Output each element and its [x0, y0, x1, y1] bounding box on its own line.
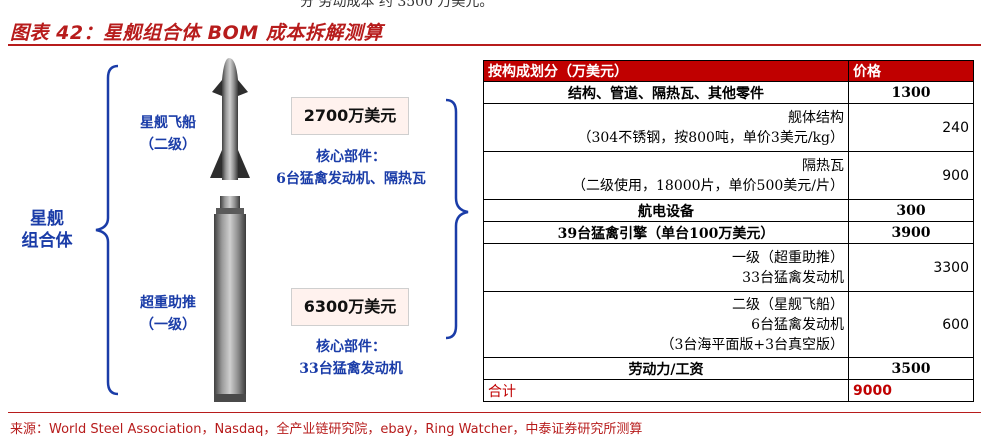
table-row: 39台猛禽引擎（单台100万美元）3900	[483, 221, 974, 244]
header-label: 按构成划分（万美元）	[483, 60, 849, 82]
row-label: 39台猛禽引擎（单台100万美元）	[483, 221, 849, 244]
table-row: 舰体结构 （304不锈钢，按800吨，单价3美元/kg）240	[483, 103, 974, 152]
row-label: 一级（超重助推） 33台猛禽发动机	[483, 243, 849, 292]
rocket-diagram	[95, 58, 469, 402]
super-heavy-booster	[214, 196, 246, 402]
ship-core-parts: 核心部件： 6台猛禽发动机、隔热瓦	[276, 149, 426, 187]
footer-rule	[8, 412, 981, 413]
assembly-label: 星舰 组合体	[21, 209, 73, 251]
row-label: 航电设备	[483, 199, 849, 222]
source-note: 来源：World Steel Association，Nasdaq，全产业链研究…	[10, 422, 643, 437]
row-value: 300	[848, 199, 974, 222]
figure-title: 图表 42：星舰组合体 BOM 成本拆解测算	[10, 22, 383, 44]
row-value: 3300	[848, 243, 974, 292]
row-value: 3500	[848, 357, 974, 380]
row-label: 劳动力/工资	[483, 357, 849, 380]
row-label: 结构、管道、隔热瓦、其他零件	[483, 81, 849, 104]
row-value: 900	[848, 151, 974, 200]
booster-cost-box: 6300万美元	[291, 288, 409, 326]
row-value: 600	[848, 291, 974, 358]
row-value: 3900	[848, 221, 974, 244]
row-value: 9000	[848, 379, 974, 402]
row-value: 240	[848, 103, 974, 152]
title-rule	[8, 44, 981, 46]
row-label: 舰体结构 （304不锈钢，按800吨，单价3美元/kg）	[483, 103, 849, 152]
cost-bracket	[445, 98, 469, 340]
table-header-row: 按构成划分（万美元） 价格	[483, 60, 974, 82]
booster-stage-label: 超重助推 （一级）	[140, 295, 196, 333]
header-value: 价格	[848, 60, 974, 82]
ship-stage-label: 星舰飞船 （二级）	[140, 115, 196, 153]
booster-core-parts: 核心部件： 33台猛禽发动机	[299, 339, 403, 377]
row-label: 二级（星舰飞船） 6台猛禽发动机 （3台海平面版+3台真空版）	[483, 291, 849, 358]
ship-cost-box: 2700万美元	[291, 97, 409, 135]
starship-rocket	[210, 58, 250, 180]
row-label: 合计	[483, 379, 849, 402]
row-value: 1300	[848, 81, 974, 104]
row-label: 隔热瓦 （二级使用，18000片，单价500美元/片）	[483, 151, 849, 200]
clipped-top-text: 分 劳动成本 约 3500 万美元。	[300, 0, 494, 10]
table-row: 隔热瓦 （二级使用，18000片，单价500美元/片）900	[483, 151, 974, 200]
table-row: 二级（星舰飞船） 6台猛禽发动机 （3台海平面版+3台真空版）600	[483, 291, 974, 358]
assembly-bracket	[95, 64, 119, 396]
